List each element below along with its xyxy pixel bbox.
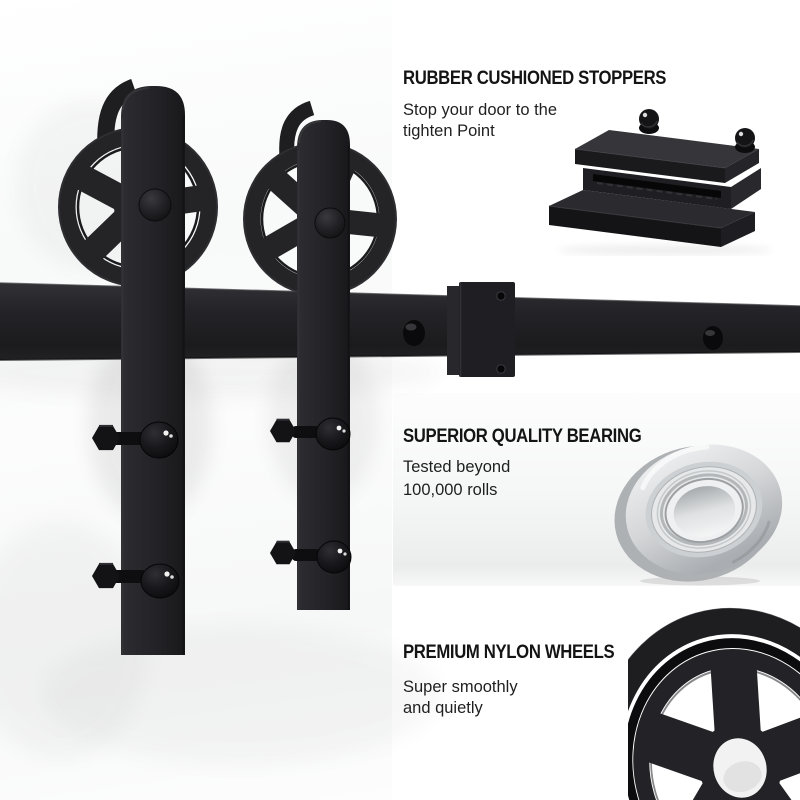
wheel-rim-groove (628, 638, 800, 800)
wheel-inner-rim (633, 649, 800, 800)
stopper-slot (593, 174, 721, 198)
track-rail (0, 282, 800, 361)
j-strap-hanger-left (121, 86, 185, 655)
bearing-bore (673, 486, 736, 537)
stopper-mid-side (731, 168, 761, 209)
feature-line: 100,000 rolls (403, 479, 498, 499)
carriage-bolt-left-lower (92, 562, 180, 599)
stopper-dome-bolt-left (639, 109, 659, 134)
feature-title-wheels: PREMIUM NYLON WHEELS (403, 642, 615, 663)
feature-line: and quietly (403, 698, 483, 717)
feature-description-wheels: Super smoothly and quietly (403, 676, 521, 718)
axle-cap-left (138, 188, 172, 222)
rail-mounting-bolt-left (403, 320, 425, 346)
rail-mounting-bolt-right (703, 326, 723, 350)
stopper-top-face (575, 130, 759, 168)
feature-description-bearing: Tested beyond 100,000 rolls (403, 456, 514, 501)
carriage-bolt-left-upper (92, 421, 179, 459)
carriage-bolt-right-upper (270, 417, 351, 451)
j-strap-hanger-right (297, 120, 350, 610)
feature-title-stoppers: RUBBER CUSHIONED STOPPERS (403, 68, 667, 89)
stopper-base-side (721, 212, 755, 247)
stopper-dome-bolt-right (735, 128, 755, 153)
stopper-top-side (725, 149, 759, 183)
rail-connector-bracket (447, 282, 515, 377)
axle-cap-right (314, 207, 346, 239)
wheel-outer-rim (628, 608, 800, 800)
stopper-base-front (549, 206, 721, 247)
stopper-base-top (549, 190, 755, 228)
feature-line: Stop your door to the (403, 100, 558, 119)
nylon-wheel-image (628, 606, 800, 800)
feature-line: Tested beyond (403, 457, 511, 476)
rubber-stopper-image (548, 109, 773, 255)
feature-line: tighten Point (403, 120, 495, 140)
feature-title-bearing: SUPERIOR QUALITY BEARING (403, 426, 642, 447)
stopper-top-front (575, 149, 725, 183)
feature-line: Super smoothly (403, 677, 518, 696)
ball-bearing-image (614, 444, 783, 586)
carriage-bolt-right-lower (270, 540, 352, 574)
feature-description-stoppers: Stop your door to the tighten Point (403, 100, 562, 141)
